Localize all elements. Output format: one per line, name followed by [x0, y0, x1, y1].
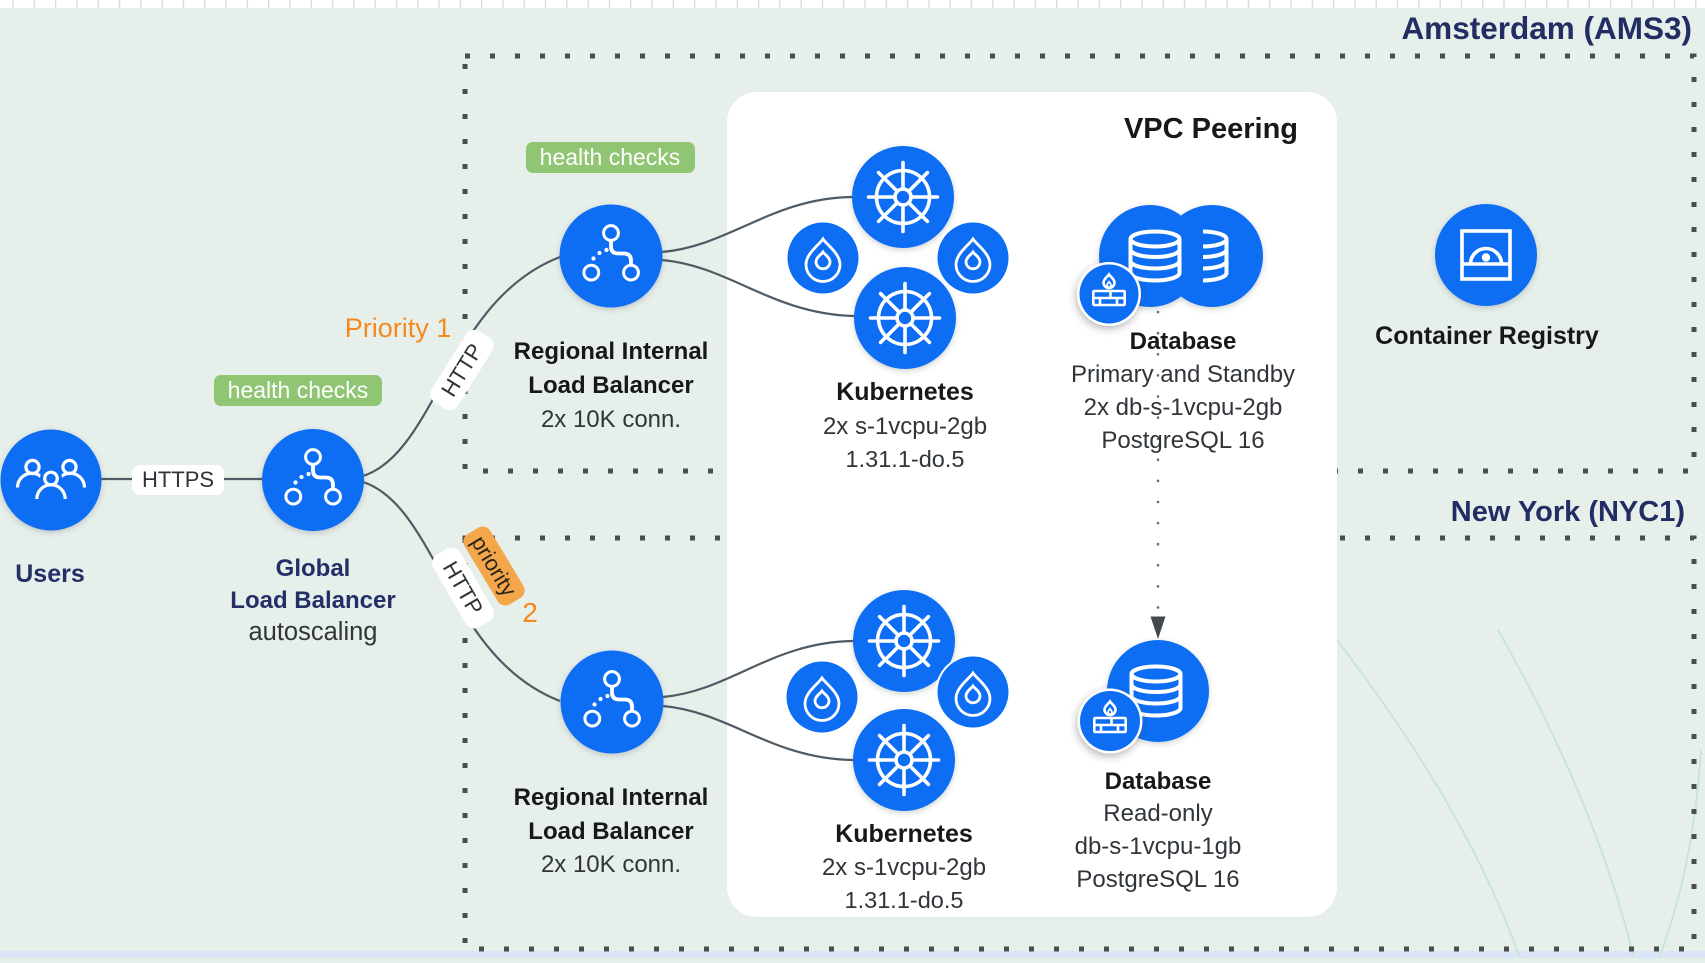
svg-text:Database: Database: [1130, 328, 1237, 355]
svg-text:PostgreSQL 16: PostgreSQL 16: [1101, 427, 1264, 454]
svg-text:health checks: health checks: [228, 377, 369, 403]
svg-text:Load Balancer: Load Balancer: [528, 372, 693, 399]
svg-text:Regional Internal: Regional Internal: [514, 338, 709, 365]
svg-text:2x s-1vcpu-2gb: 2x s-1vcpu-2gb: [823, 413, 987, 440]
svg-text:New York (NYC1): New York (NYC1): [1451, 496, 1685, 528]
svg-text:2x db-s-1vcpu-2gb: 2x db-s-1vcpu-2gb: [1084, 394, 1283, 421]
svg-text:Read-only: Read-only: [1103, 800, 1212, 827]
svg-text:Users: Users: [15, 560, 85, 588]
svg-text:VPC Peering: VPC Peering: [1124, 113, 1298, 145]
svg-text:Primary and Standby: Primary and Standby: [1071, 361, 1295, 388]
svg-text:Priority 1: Priority 1: [345, 313, 452, 343]
svg-text:Amsterdam (AMS3): Amsterdam (AMS3): [1401, 10, 1692, 46]
svg-text:2x 10K conn.: 2x 10K conn.: [541, 851, 681, 878]
svg-text:Load Balancer: Load Balancer: [230, 587, 395, 614]
svg-text:HTTPS: HTTPS: [142, 467, 214, 492]
svg-text:autoscaling: autoscaling: [248, 618, 377, 646]
svg-text:db-s-1vcpu-1gb: db-s-1vcpu-1gb: [1075, 833, 1242, 860]
svg-text:Kubernetes: Kubernetes: [835, 820, 973, 848]
svg-text:health checks: health checks: [540, 144, 681, 170]
svg-text:PostgreSQL 16: PostgreSQL 16: [1076, 866, 1239, 893]
svg-text:Kubernetes: Kubernetes: [836, 378, 974, 406]
svg-text:Load Balancer: Load Balancer: [528, 818, 693, 845]
svg-text:Global: Global: [276, 555, 351, 582]
svg-text:2x s-1vcpu-2gb: 2x s-1vcpu-2gb: [822, 854, 986, 881]
svg-text:Database: Database: [1105, 768, 1212, 795]
svg-text:Regional Internal: Regional Internal: [514, 784, 709, 811]
svg-text:Container Registry: Container Registry: [1375, 322, 1599, 350]
svg-text:1.31.1-do.5: 1.31.1-do.5: [846, 446, 965, 472]
svg-text:2: 2: [522, 597, 538, 628]
svg-text:1.31.1-do.5: 1.31.1-do.5: [845, 887, 964, 913]
svg-text:2x 10K conn.: 2x 10K conn.: [541, 406, 681, 433]
